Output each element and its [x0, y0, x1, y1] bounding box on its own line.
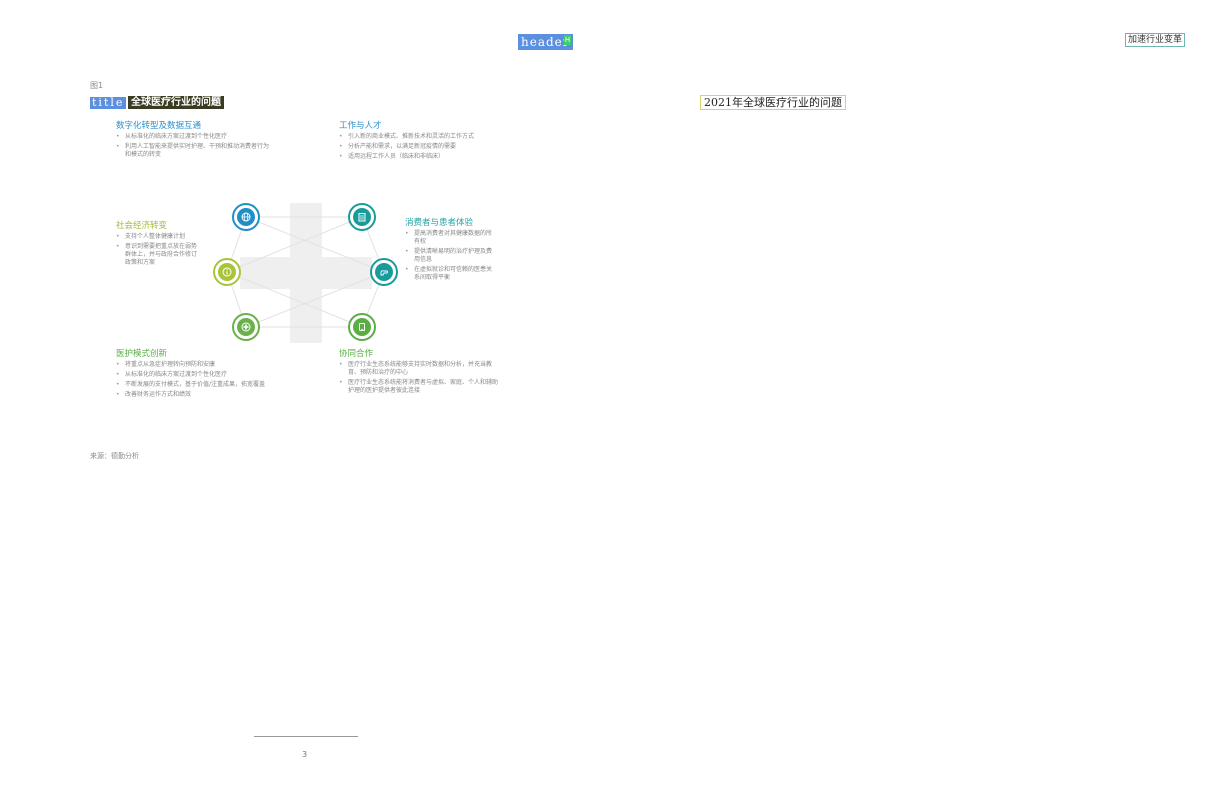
building-icon: [348, 203, 376, 231]
medical-cross-icon: [232, 313, 260, 341]
section-digital: 数字化转型及数据互通 从标准化的临床方案过渡到个性化医疗 利用人工智能来提供实时…: [116, 119, 316, 159]
section-title: 数字化转型及数据互通: [116, 121, 202, 131]
list-item-continuation: 和模式的转变: [125, 151, 162, 158]
bullet-list: 将重点从急症护理转向预防和安康 从标准化的临床方案过渡到个性化医疗 不断发展的支…: [116, 361, 296, 399]
hand-icon: [370, 258, 398, 286]
section-title: 消费者与患者体验: [405, 218, 474, 228]
footer-divider: [254, 736, 358, 737]
section-work: 工作与人才 引入新的商业模式、推新技术和灵活的工作方式 分析产能和需求，以满足新…: [339, 119, 514, 161]
bullet-list: 从标准化的临床方案过渡到个性化医疗 利用人工智能来提供实时护理、干预和推动消费者…: [116, 133, 316, 159]
section-social: 社会经济转变 支持个人整体健康计划 意识到需要把重点放在弱势群体上，并与政府合作…: [116, 219, 201, 267]
chapter-label: 加速行业变革: [1124, 33, 1185, 47]
list-item: 从标准化的临床方案过渡到个性化医疗: [116, 371, 296, 379]
list-item: 医疗行业生态系统能将消费者与虚拟、家庭、个人和辅助护理的医护提供者彼此连接: [339, 379, 499, 395]
section-title: 医护模式创新: [116, 349, 168, 359]
bullet-list: 引入新的商业模式、推新技术和灵活的工作方式 分析产能和需求，以满足新冠疫情的需要…: [339, 133, 514, 161]
list-item: 利用人工智能来提供实时护理、干预和推动消费者行为: [116, 143, 316, 151]
figure-title: 全球医疗行业的问题: [128, 96, 224, 109]
list-item: 在虚拟就诊和可信赖的医患关系间取得平衡: [405, 266, 497, 282]
list-item: 改善财务运作方式和绩效: [116, 391, 296, 399]
list-item: 引入新的商业模式、推新技术和灵活的工作方式: [339, 133, 514, 141]
page-number: 3: [302, 750, 308, 759]
list-item: 从标准化的临床方案过渡到个性化医疗: [116, 133, 316, 141]
bullet-list: 支持个人整体健康计划 意识到需要把重点放在弱势群体上，并与政府合作修订政策和方案: [116, 233, 201, 267]
bullet-list: 提高消费者对其健康数据的所有权 提供清晰易明的治疗护理及费用信息 在虚拟就诊和可…: [405, 230, 497, 282]
list-item: 提供清晰易明的治疗护理及费用信息: [405, 248, 497, 264]
source-note: 来源：德勤分析: [90, 452, 139, 460]
tablet-icon: [348, 313, 376, 341]
bullet-list: 医疗行业生态系统能够支持实时数据和分析，并充当教育、预防和治疗的中心 医疗行业生…: [339, 361, 499, 395]
list-item: 提高消费者对其健康数据的所有权: [405, 230, 497, 246]
list-item: 不断发展的支付模式，基于价值/注重成果，拓宽覆盖: [116, 381, 296, 389]
section-consumer: 消费者与患者体验 提高消费者对其健康数据的所有权 提供清晰易明的治疗护理及费用信…: [405, 216, 497, 282]
list-item: 将重点从急症护理转向预防和安康: [116, 361, 296, 369]
globe-icon: [232, 203, 260, 231]
right-figure-title: 2021年全球医疗行业的问题: [700, 95, 846, 110]
title-tag: title: [90, 96, 127, 109]
list-item: 支持个人整体健康计划: [116, 233, 201, 241]
header-marker: H: [564, 35, 571, 45]
section-care: 医护模式创新 将重点从急症护理转向预防和安康 从标准化的临床方案过渡到个性化医疗…: [116, 347, 296, 399]
section-title: 社会经济转变: [116, 221, 168, 231]
section-collab: 协同合作 医疗行业生态系统能够支持实时数据和分析，并充当教育、预防和治疗的中心 …: [339, 347, 499, 395]
section-title: 协同合作: [339, 349, 374, 359]
info-icon: [213, 258, 241, 286]
list-item: 医疗行业生态系统能够支持实时数据和分析，并充当教育、预防和治疗的中心: [339, 361, 499, 377]
header-tag: header: [518, 34, 573, 50]
list-item: 意识到需要把重点放在弱势群体上，并与政府合作修订政策和方案: [116, 243, 201, 267]
cross-horizontal-bar: [240, 257, 372, 289]
list-item: 分析产能和需求，以满足新冠疫情的需要: [339, 143, 514, 151]
section-title: 工作与人才: [339, 121, 382, 131]
figure-number: 图1: [90, 81, 104, 90]
list-item: 适用远程工作人员（临床和非临床）: [339, 153, 514, 161]
